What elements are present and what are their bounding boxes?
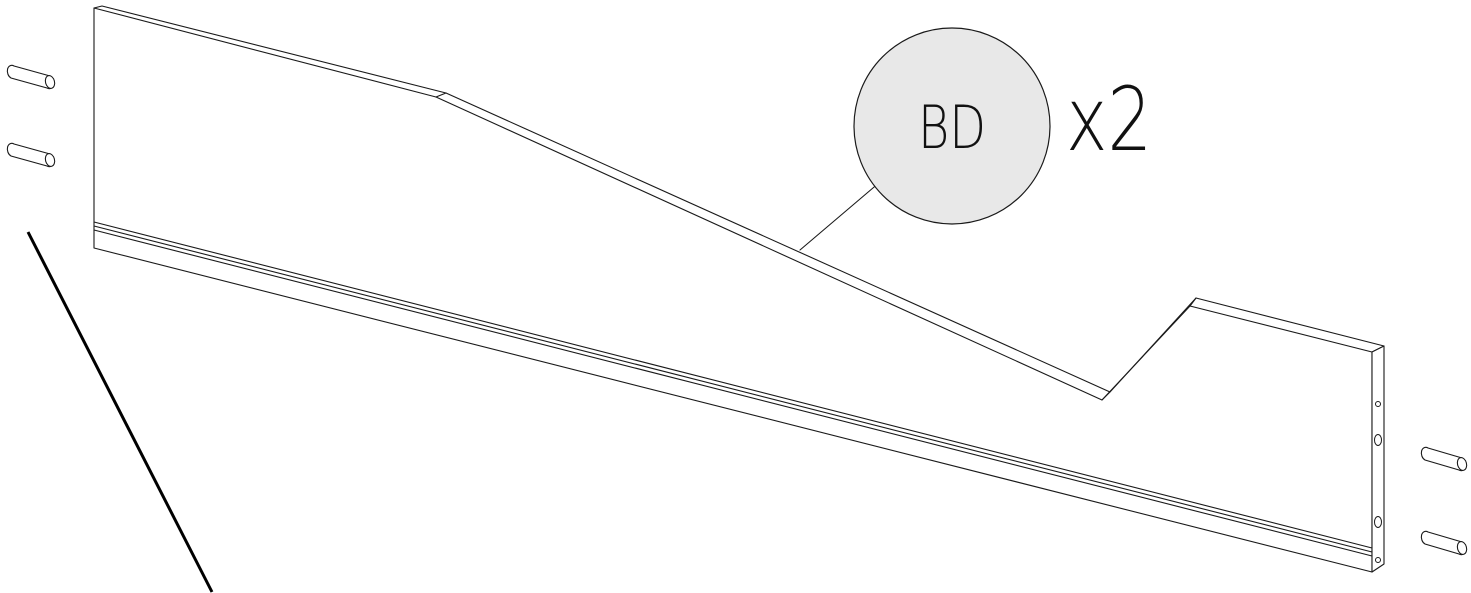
hole-dowel-upper — [1374, 434, 1382, 446]
quantity-label: x2 — [1066, 68, 1152, 171]
dowel-icon — [6, 142, 56, 168]
hole-small-bottom — [1375, 557, 1381, 563]
panel-groove-line-1 — [93, 221, 1373, 549]
part-badge: BD — [853, 27, 1051, 225]
part-badge-circle — [853, 27, 1051, 225]
panel-groove-line-2 — [93, 225, 1373, 553]
panel-right-end — [1371, 345, 1385, 573]
side-panel-bd — [93, 5, 1385, 573]
part-code-label: BD — [918, 93, 986, 163]
leader-line — [799, 181, 881, 251]
panel-front-face — [93, 7, 1373, 573]
dowel-icon — [6, 64, 56, 90]
hole-small-top — [1375, 401, 1381, 407]
dowel-icon — [1420, 446, 1468, 472]
dowel-icon — [1420, 530, 1468, 556]
hole-dowel-lower — [1374, 516, 1382, 528]
cutting-line-icon — [26, 231, 214, 593]
panel-groove-line-3 — [93, 229, 1373, 557]
panel-top-edge-inner — [435, 92, 1197, 401]
